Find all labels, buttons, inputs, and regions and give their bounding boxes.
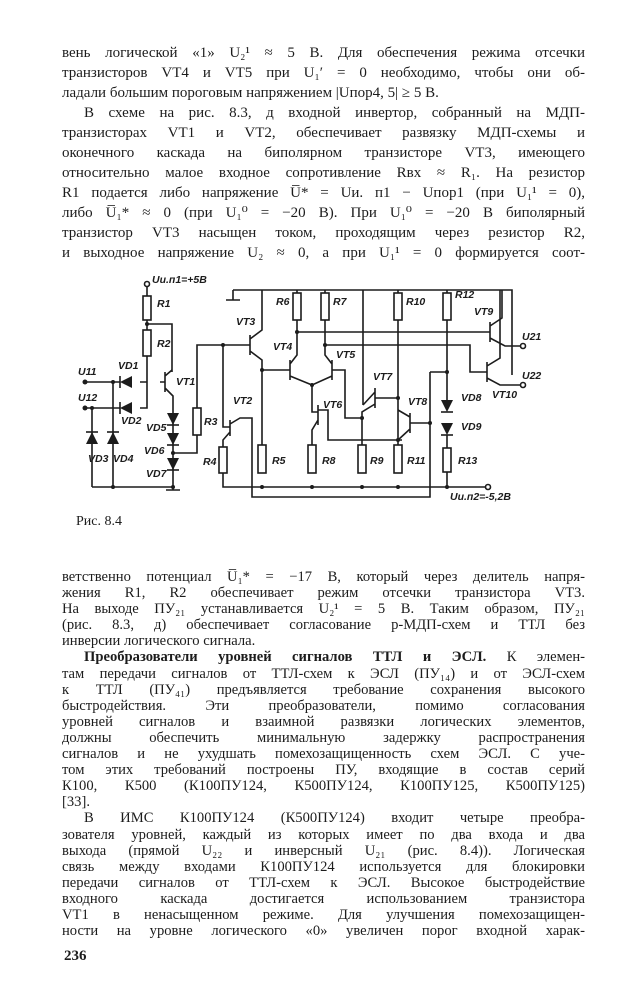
label-vt2: VT2 [233, 395, 252, 407]
text-line: К100, К500 (К100ПУ124, К500ПУ124, К100ПУ… [62, 778, 585, 795]
label-r12: R12 [455, 289, 474, 301]
label-vd8: VD8 [461, 392, 482, 404]
section-heading: Преобразователи уровней сигналов ТТЛ и Э… [84, 649, 487, 666]
text-line: оконечного каскада на биполярном транзис… [62, 145, 585, 161]
input-u12-label: U12 [78, 392, 97, 404]
text-line: к ТТЛ (ПУ₄₁) предъявляется требование со… [62, 681, 585, 698]
label-vt10: VT10 [492, 389, 517, 401]
label-r13: R13 [458, 455, 477, 467]
label-r1: R1 [157, 298, 171, 310]
text-line: В ИМС К100ПУ124 (К500ПУ124) входит четыр… [84, 810, 585, 827]
supply-positive-label: Uи.п1=+5В [152, 274, 207, 286]
text-line: уровней сигналов и взаимной развязки лог… [62, 713, 585, 730]
label-vd7: VD7 [146, 468, 168, 480]
label-r10: R10 [406, 296, 425, 308]
text-line: [33]. [62, 794, 90, 811]
text-line: зователя уровней, каждый из которых имее… [62, 826, 585, 843]
label-vd2: VD2 [121, 415, 142, 427]
text-line: выхода (прямой U₂₂ и инверсный U₂₁ (рис.… [62, 842, 585, 859]
text-line: R1 подается либо напряжение U̅* = Uи. п1… [62, 185, 585, 201]
output-u22-label: U22 [522, 370, 541, 382]
text-line: связь между входами К100ПУ124 использует… [62, 858, 585, 875]
label-r11: R11 [407, 455, 426, 467]
text-line: входного каскада достигается использован… [62, 890, 585, 907]
text-line: ладали большим пороговым напряжением |Uп… [62, 85, 439, 101]
label-r9: R9 [370, 455, 384, 467]
supply-negative-label: Uи.п2=-5,2В [450, 491, 511, 503]
text-line: транзисторах VT1 и VT2, обеспечивает раз… [62, 125, 585, 141]
label-vt3: VT3 [236, 316, 255, 328]
text-line: должны обеспечить минимальную задержку р… [62, 729, 585, 746]
input-u11-label: U11 [78, 366, 97, 378]
label-r4: R4 [203, 456, 217, 468]
text-line: На выходе ПУ₂₁ устанавливается U₂¹ = 5 В… [62, 601, 585, 618]
text-line: (рис. 8.3, д) обеспечивает согласование … [62, 617, 585, 634]
text-line: сигналов и не ухудшать помехозащищенност… [62, 746, 585, 763]
label-r3: R3 [204, 416, 218, 428]
label-vd5: VD5 [146, 422, 167, 434]
label-vt9: VT9 [474, 306, 493, 318]
label-r7: R7 [333, 296, 348, 308]
label-vd1: VD1 [118, 360, 139, 372]
output-u21-label: U21 [522, 331, 541, 343]
text-line: В схеме на рис. 8.3, д входной инвертор,… [84, 105, 585, 121]
figure-caption: Рис. 8.4 [76, 514, 122, 529]
text-line: ветственно потенциал U̅₁* = −17 В, котор… [62, 569, 585, 585]
label-vt1: VT1 [176, 376, 195, 388]
label-r8: R8 [322, 455, 336, 467]
label-vt7: VT7 [373, 371, 393, 383]
label-vt8: VT8 [408, 396, 427, 408]
text-line: транзисторов VT4 и VT5 при U₁′ = 0 необх… [62, 65, 585, 81]
text-line: транзистор VT3 насыщен током, проходящим… [62, 225, 585, 241]
label-vt5: VT5 [336, 349, 355, 361]
label-vt4: VT4 [273, 341, 292, 353]
paragraph-top: вень логической «1» U₂¹ ≈ 5 В. Для обесп… [62, 43, 585, 263]
text-line: либо U̅₁* ≈ 0 (при U₁⁰ = −20 В). При U₁⁰… [62, 205, 585, 221]
label-r6: R6 [276, 296, 290, 308]
text-line: том этих требований построены ПУ, входящ… [62, 762, 585, 779]
label-vt6: VT6 [323, 399, 342, 411]
text-line: инверсии логического сигнала. [62, 633, 256, 650]
label-r5: R5 [272, 455, 286, 467]
section-heading-line: Преобразователи уровней сигналов ТТЛ и Э… [84, 649, 585, 666]
paragraph-bottom: ветственно потенциал U̅₁* = −17 В, котор… [62, 569, 585, 939]
label-vd6: VD6 [144, 445, 165, 457]
page-number: 236 [64, 948, 87, 964]
label-vd4: VD4 [113, 453, 134, 465]
text-line: ности на уровне логического «0» увеличен… [62, 923, 585, 940]
text-line: жения R1, R2 обеспечивает режим отсечки … [62, 585, 585, 602]
text-line: вень логической «1» U₂¹ ≈ 5 В. Для обесп… [62, 45, 585, 61]
text-line: VT1 в ненасыщенном режиме. Для улучшения… [62, 906, 585, 923]
label-r2: R2 [157, 338, 171, 350]
text-line: и выходное напряжение U₂ ≈ 0, а при U₁¹ … [62, 245, 585, 261]
label-vd3: VD3 [88, 453, 109, 465]
text-line: там передачи сигналов от ТТЛ-схем к ЭСЛ … [62, 665, 585, 682]
text-line: быстродействия. Эти преобразователи, пом… [62, 697, 585, 714]
text-line: относительно малое входное сопротивление… [62, 165, 585, 181]
text-line: передачи сигналов от ТТЛ-схем к ЭСЛ. Выс… [62, 874, 585, 891]
label-vd9: VD9 [461, 421, 482, 433]
